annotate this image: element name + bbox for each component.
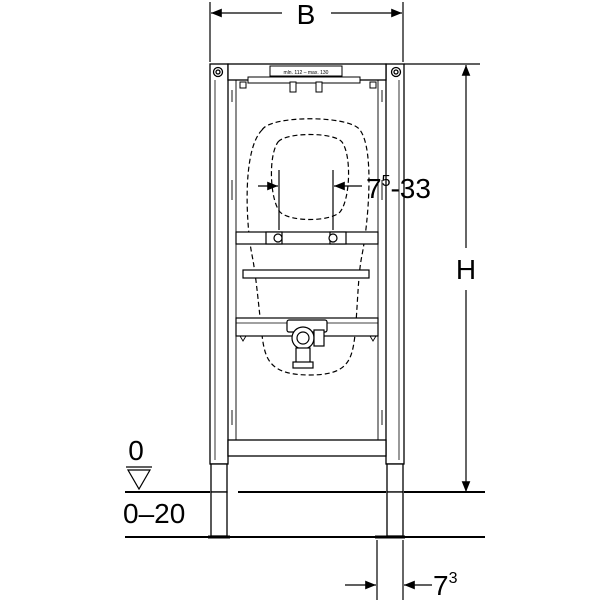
right-foot-leg (386, 491, 404, 537)
bracket-dimension (258, 170, 362, 230)
urinal-bowl-outline (246, 118, 370, 376)
foot-dimension (345, 540, 432, 600)
width-label: B (297, 0, 316, 30)
bolt-icon (273, 233, 283, 243)
left-foot (210, 463, 228, 493)
right-post (385, 63, 405, 465)
right-foot (386, 463, 404, 493)
bolt-icon (212, 66, 224, 78)
width-dimension (209, 2, 404, 62)
height-label: H (456, 254, 476, 285)
bottom-rail (227, 439, 387, 457)
floor-lines (125, 491, 485, 538)
bracket-dimension-label: 75-33 (366, 173, 431, 204)
bolt-icon (390, 66, 402, 78)
height-dimension (404, 63, 480, 492)
urinal-outline (246, 118, 370, 376)
mounting-holes (231, 90, 383, 425)
lower-bar-markers (239, 335, 377, 342)
left-post (209, 63, 229, 465)
middle-bar (242, 269, 370, 279)
floor-range-label: 0–20 (123, 498, 185, 529)
bolt-icon (328, 233, 338, 243)
urinal-inner-outline (270, 133, 350, 221)
drain-fitting (286, 319, 328, 369)
plate-text: mln. 112 – max. 130 (284, 70, 329, 76)
installation-frame (208, 63, 405, 539)
foot-dimension-label: 73 (433, 570, 458, 600)
level-triangle-icon (126, 466, 152, 491)
level-zero-label: 0 (128, 435, 144, 466)
upper-bracket-bar (235, 231, 379, 245)
left-foot-leg (210, 491, 228, 537)
top-plate (239, 65, 377, 93)
